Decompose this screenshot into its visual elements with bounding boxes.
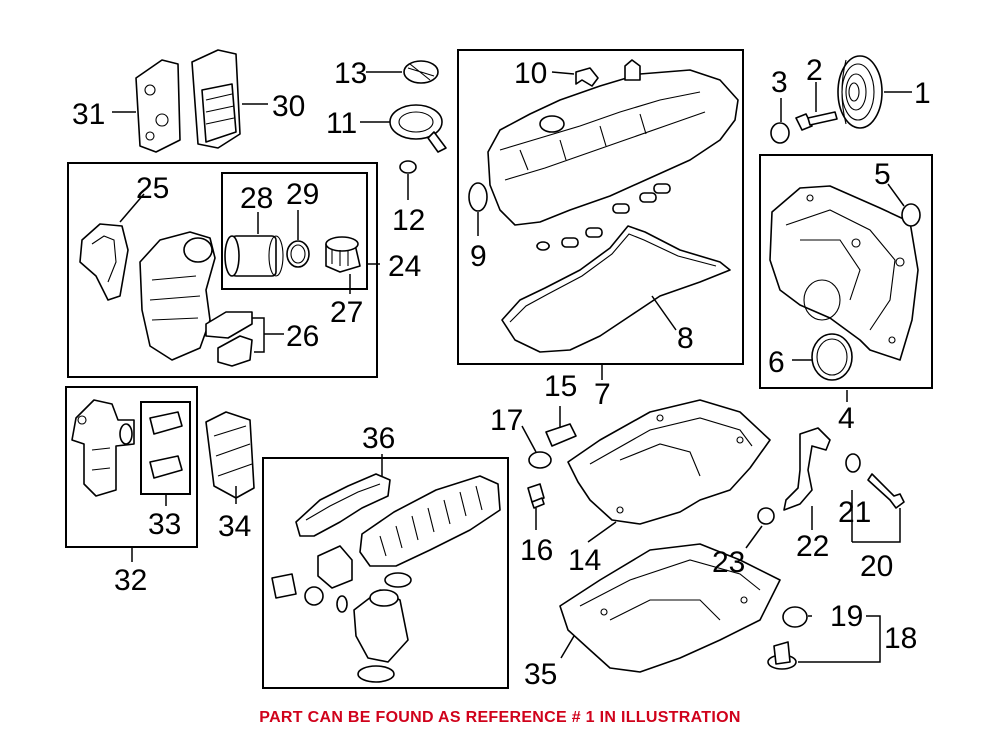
crank-seal-6 bbox=[811, 333, 853, 381]
callout-36: 36 bbox=[362, 422, 395, 455]
oil-filler-cap bbox=[403, 60, 439, 84]
group-box-valve-cover bbox=[457, 49, 744, 365]
filler-seal-12 bbox=[399, 160, 417, 174]
dipstick-tube-22 bbox=[783, 427, 831, 511]
crankshaft-pulley bbox=[837, 55, 883, 129]
callout-23: 23 bbox=[712, 546, 745, 579]
callout-26: 26 bbox=[286, 320, 319, 353]
callout-27: 27 bbox=[330, 296, 363, 329]
callout-1: 1 bbox=[914, 77, 931, 110]
o-ring-29 bbox=[286, 240, 310, 268]
callout-35: 35 bbox=[524, 658, 557, 691]
callout-3: 3 bbox=[771, 66, 788, 99]
spark-plug-gaskets bbox=[536, 183, 671, 251]
group-box-egr-cooler bbox=[65, 386, 198, 548]
oil-cooler-gasket-31 bbox=[135, 59, 181, 153]
callout-34: 34 bbox=[218, 510, 251, 543]
group-box-oil-filter-housing bbox=[67, 162, 378, 378]
callout-6: 6 bbox=[768, 346, 785, 379]
callout-21: 21 bbox=[838, 496, 871, 529]
filter-cap-27 bbox=[325, 236, 361, 273]
egr-valve bbox=[336, 572, 412, 683]
callout-24: 24 bbox=[388, 250, 421, 283]
small-seal bbox=[770, 122, 790, 144]
oil-level-sensor-18 bbox=[767, 641, 797, 670]
o-ring-19 bbox=[782, 606, 808, 628]
o-ring-9 bbox=[468, 182, 488, 212]
throttle-body bbox=[271, 545, 353, 606]
pulley-bolt bbox=[795, 111, 838, 131]
callout-28: 28 bbox=[240, 182, 273, 215]
callout-33: 33 bbox=[148, 508, 181, 541]
valve-cover-bracket bbox=[575, 67, 599, 87]
egr-pipe-36 bbox=[295, 473, 391, 537]
oil-filter-housing bbox=[139, 231, 216, 361]
callout-17: 17 bbox=[490, 404, 523, 437]
callout-31: 31 bbox=[72, 98, 105, 131]
leader-lines bbox=[112, 71, 912, 663]
callout-15: 15 bbox=[544, 370, 577, 403]
callout-labels: 1 2 3 4 5 6 7 8 9 10 11 12 13 14 15 16 1… bbox=[72, 54, 931, 691]
oil-pan-upper bbox=[567, 399, 771, 525]
callout-7: 7 bbox=[594, 378, 611, 411]
cooler-34 bbox=[205, 411, 255, 499]
callout-19: 19 bbox=[830, 600, 863, 633]
callout-12: 12 bbox=[392, 204, 425, 237]
group-box-intake-manifold bbox=[262, 457, 509, 689]
callout-30: 30 bbox=[272, 90, 305, 123]
callout-13: 13 bbox=[334, 57, 367, 90]
filter-element-28 bbox=[224, 235, 284, 277]
seal-17 bbox=[528, 451, 552, 469]
callout-32: 32 bbox=[114, 564, 147, 597]
callout-25: 25 bbox=[136, 172, 169, 205]
callout-22: 22 bbox=[796, 530, 829, 563]
callout-18: 18 bbox=[884, 622, 917, 655]
gasket-25 bbox=[79, 223, 129, 301]
reference-note: PART CAN BE FOUND AS REFERENCE # 1 IN IL… bbox=[259, 709, 741, 726]
callout-5: 5 bbox=[874, 158, 891, 191]
timing-cover bbox=[769, 185, 919, 361]
oil-pan-lower bbox=[559, 543, 781, 673]
callout-11: 11 bbox=[326, 107, 357, 140]
o-ring-21 bbox=[845, 453, 861, 473]
group-box-filter-element bbox=[221, 172, 368, 290]
egr-module-32 bbox=[71, 399, 135, 497]
drain-plug-16 bbox=[527, 483, 545, 509]
callout-16: 16 bbox=[520, 534, 553, 567]
callout-29: 29 bbox=[286, 178, 319, 211]
callout-14: 14 bbox=[568, 544, 601, 577]
gaskets-33 bbox=[149, 411, 183, 479]
valve-cover bbox=[487, 59, 739, 226]
gaskets-26 bbox=[205, 311, 253, 367]
callout-9: 9 bbox=[470, 240, 487, 273]
callout-10: 10 bbox=[514, 57, 547, 90]
intake-manifold bbox=[359, 475, 501, 567]
o-ring-23 bbox=[757, 507, 775, 525]
valve-cover-gasket bbox=[501, 225, 731, 353]
timing-cover-seal-5 bbox=[901, 203, 921, 227]
callout-20: 20 bbox=[860, 550, 893, 583]
oil-cooler-30 bbox=[191, 49, 241, 149]
oil-level-sensor bbox=[545, 423, 577, 447]
group-box-timing-cover bbox=[759, 154, 933, 389]
callout-8: 8 bbox=[677, 322, 694, 355]
callout-4: 4 bbox=[838, 402, 855, 435]
dipstick-20 bbox=[867, 473, 905, 509]
oil-filler-neck bbox=[389, 104, 447, 153]
callout-2: 2 bbox=[806, 54, 823, 87]
